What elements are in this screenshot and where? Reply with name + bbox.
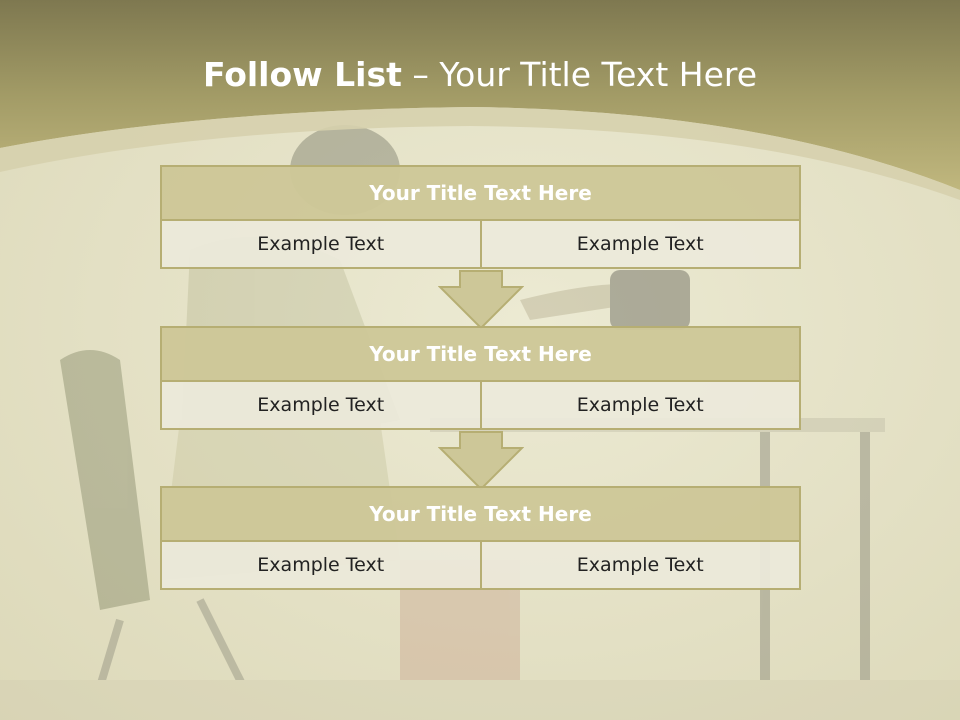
list-block-3: Your Title Text Here Example Text Exampl… bbox=[160, 486, 801, 590]
down-arrow-icon bbox=[438, 431, 524, 491]
block-2-right-cell: Example Text bbox=[479, 380, 801, 430]
list-block-2: Your Title Text Here Example Text Exampl… bbox=[160, 326, 801, 430]
block-3-row: Example Text Example Text bbox=[160, 540, 801, 590]
block-2-title: Your Title Text Here bbox=[160, 326, 801, 382]
block-1-title: Your Title Text Here bbox=[160, 165, 801, 221]
slide-title-bold: Follow List bbox=[202, 55, 402, 94]
down-arrow-icon bbox=[438, 270, 524, 330]
slide-title-rest: – Your Title Text Here bbox=[401, 55, 758, 94]
block-1-right-cell: Example Text bbox=[479, 219, 801, 269]
block-3-left-cell: Example Text bbox=[160, 540, 482, 590]
block-3-title: Your Title Text Here bbox=[160, 486, 801, 542]
slide-title: Follow List – Your Title Text Here bbox=[0, 55, 960, 94]
block-3-right-cell: Example Text bbox=[479, 540, 801, 590]
list-block-1: Your Title Text Here Example Text Exampl… bbox=[160, 165, 801, 269]
block-2-row: Example Text Example Text bbox=[160, 380, 801, 430]
block-1-row: Example Text Example Text bbox=[160, 219, 801, 269]
block-1-left-cell: Example Text bbox=[160, 219, 482, 269]
block-2-left-cell: Example Text bbox=[160, 380, 482, 430]
